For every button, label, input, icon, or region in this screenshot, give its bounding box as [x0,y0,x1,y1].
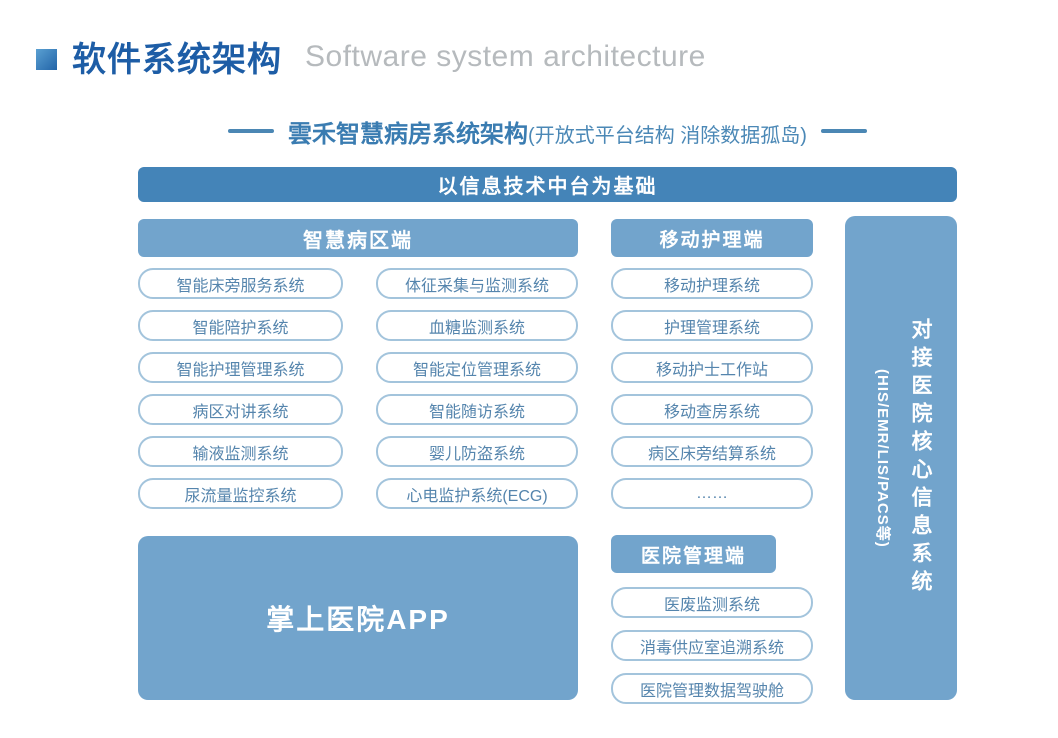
system-box: 护理管理系统 [611,310,813,341]
system-box: …… [611,478,813,509]
system-box: 病区对讲系统 [138,394,343,425]
subtitle-note: (开放式平台结构 消除数据孤岛) [528,124,807,147]
system-box: 移动护士工作站 [611,352,813,383]
integration-sidebar: (HIS/EMR/LIS/PACS等) 对接医院核心信息系统 [845,216,957,700]
system-box: 智能护理管理系统 [138,352,343,383]
page-title: 软件系统架构 [72,41,282,79]
integration-sidebar-note: (HIS/EMR/LIS/PACS等) [874,368,891,548]
system-box: 智能定位管理系统 [376,352,578,383]
system-box: 医院管理数据驾驶舱 [611,673,813,704]
title-bullet-icon [36,49,57,70]
system-box: 移动护理系统 [611,268,813,299]
system-box: 智能陪护系统 [138,310,343,341]
system-box: 病区床旁结算系统 [611,436,813,467]
ward-section-header: 智慧病区端 [138,219,578,257]
dash-line-right [820,129,867,133]
management-section-header: 医院管理端 [611,535,776,573]
foundation-banner: 以信息技术中台为基础 [138,167,957,202]
system-box: 体征采集与监测系统 [376,268,578,299]
system-box: 移动查房系统 [611,394,813,425]
subtitle-main: 雲禾智慧病房系统架构 [288,120,529,148]
system-box: 智能随访系统 [376,394,578,425]
diagram-subtitle: 雲禾智慧病房系统架构(开放式平台结构 消除数据孤岛) [138,114,957,148]
integration-sidebar-title: 对接医院核心信息系统 [909,318,932,598]
system-box: 医废监测系统 [611,587,813,618]
system-box: 输液监测系统 [138,436,343,467]
system-box: 心电监护系统(ECG) [376,478,578,509]
nursing-section-header: 移动护理端 [611,219,813,257]
system-box: 智能床旁服务系统 [138,268,343,299]
system-box: 婴儿防盗系统 [376,436,578,467]
app-box: 掌上医院APP [138,536,578,700]
system-box: 消毒供应室追溯系统 [611,630,813,661]
dash-line-left [228,129,275,133]
system-box: 尿流量监控系统 [138,478,343,509]
system-box: 血糖监测系统 [376,310,578,341]
subtitle-text: 雲禾智慧病房系统架构(开放式平台结构 消除数据孤岛) [288,114,807,149]
page-title-en: Software system architecture [305,39,706,73]
page-header: 软件系统架构 Software system architecture [36,32,706,81]
